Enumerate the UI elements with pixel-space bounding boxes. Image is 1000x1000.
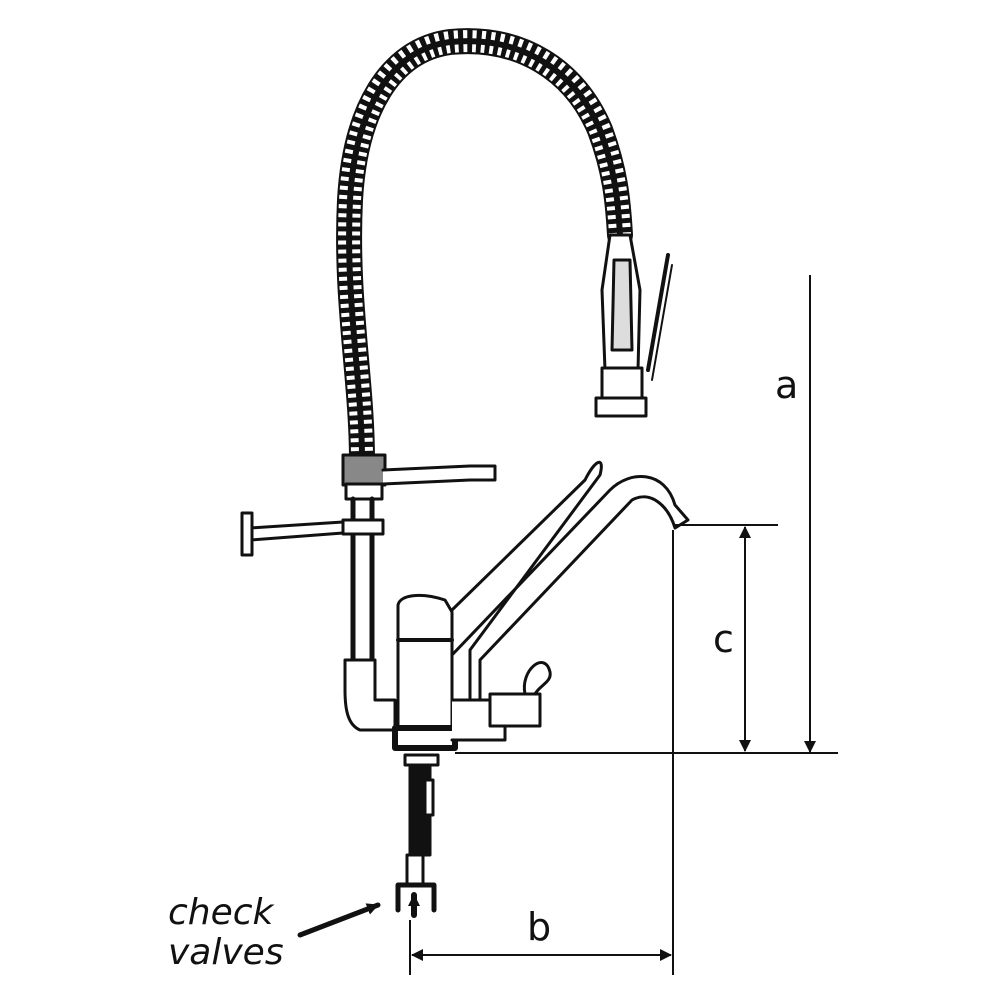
riser-pipe	[240, 453, 497, 663]
dimension-lines	[409, 275, 838, 975]
callout-line-2: valves	[168, 931, 284, 973]
dimension-a-label: a	[775, 363, 799, 407]
callout-arrow	[297, 902, 381, 938]
spring-hose	[336, 28, 633, 473]
dimension-c-label: c	[713, 617, 734, 661]
mixer-body	[343, 461, 690, 751]
dimension-b-label: b	[527, 905, 552, 949]
supply-line	[395, 753, 440, 913]
callout-line-1: check	[168, 892, 274, 933]
check-valves-callout: check valves	[168, 893, 284, 972]
spray-valve	[594, 233, 673, 418]
